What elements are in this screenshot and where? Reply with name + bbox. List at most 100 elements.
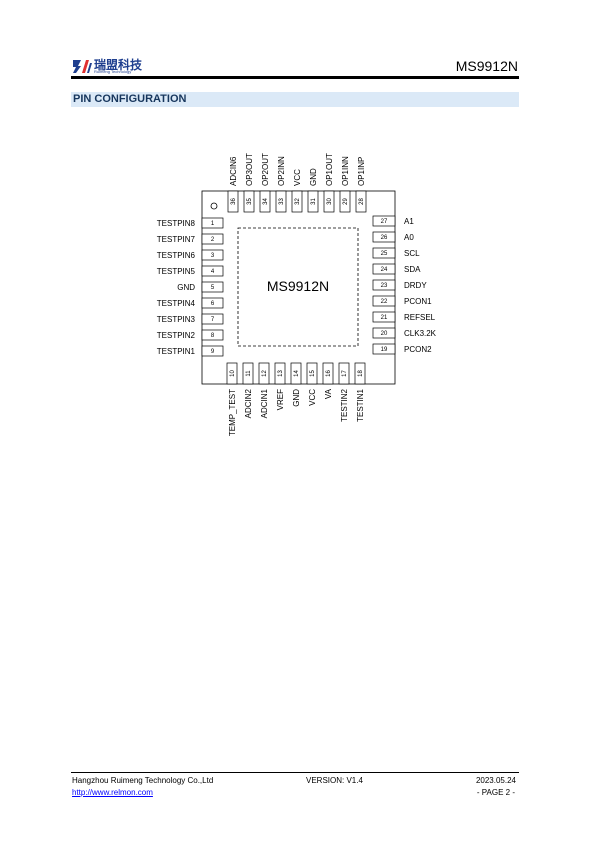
pin-label: TESTPIN6 [157,251,196,260]
pin-number: 7 [211,317,215,323]
pin-number: 12 [262,370,268,377]
pin-number: 22 [381,299,388,305]
pin-number: 17 [342,370,348,377]
pin-pad [372,311,396,323]
pin-pad [372,343,396,355]
pin-number: 28 [359,198,365,205]
pins-group: 1TESTPIN82TESTPIN73TESTPIN64TESTPIN55GND… [157,153,437,436]
pin-label: TESTIN2 [340,388,349,421]
pin-label: VREF [276,389,285,410]
pin-label: DRDY [404,281,427,290]
pin-label: VCC [293,169,302,186]
pin-number: 29 [343,198,349,205]
pin-number: 36 [231,198,237,205]
pin-label: TESTPIN4 [157,299,196,308]
pin-pad [372,247,396,259]
pin-number: 14 [294,370,300,377]
pin-pad [274,362,286,385]
pin-label: GND [177,283,195,292]
pin-number: 16 [326,370,332,377]
pin-number: 23 [381,283,388,289]
pin-number: 6 [211,301,215,307]
pin-pad [201,233,224,245]
pin-label: ADCIN1 [260,388,269,418]
footer-divider [71,772,519,773]
header-divider [71,76,519,79]
pin-pad [338,362,350,385]
document-title: MS9912N [455,58,518,74]
exposed-pad-outline [237,227,359,347]
pin-label: A0 [404,233,414,242]
section-heading-bar [71,92,519,107]
pin-number: 11 [246,370,252,377]
pin-pad [291,190,303,213]
chip-name: MS9912N [267,278,329,294]
pin-number: 27 [381,219,388,225]
pin-label: TESTPIN5 [157,267,196,276]
pin-number: 2 [211,237,215,243]
pin-number: 32 [295,198,301,205]
pin-pad [323,190,335,213]
pin-label: A1 [404,217,414,226]
pin-number: 5 [211,285,215,291]
pin-number: 34 [263,198,269,205]
footer-date: 2023.05.24 [475,776,516,785]
pin-pad [372,263,396,275]
pin-label: TESTPIN1 [157,347,196,356]
footer-website-link[interactable]: http://www.relmon.com [72,788,153,797]
pin-number: 35 [247,198,253,205]
pin-number: 19 [381,347,388,353]
pin-pad [201,313,224,325]
pin-label: PCON2 [404,345,432,354]
pin-label: GND [309,168,318,186]
pin-pad [258,362,270,385]
pin-pad [372,295,396,307]
pin-pad [355,190,367,213]
pin-number: 24 [381,267,388,273]
pin-number: 20 [381,331,388,337]
pin-pad [226,362,238,385]
pin1-marker [210,202,218,210]
pin-number: 33 [279,198,285,205]
pin-label: OP1OUT [325,153,334,186]
pin-pad [306,362,318,385]
pin-pad [275,190,287,213]
pin-number: 8 [211,333,215,339]
pin-label: TESTPIN8 [157,219,196,228]
pin-pad [372,215,396,227]
company-logo-subtext: Ruimeng Technology [94,69,132,74]
pin-label: TEMP_TEST [228,389,237,436]
pin-label: VA [324,388,333,399]
pin-label: REFSEL [404,313,436,322]
pin-number: 3 [211,253,215,259]
pin-number: 1 [211,221,215,227]
pin-number: 4 [211,269,215,275]
pin-pad [372,231,396,243]
pin-number: 9 [211,349,215,355]
pin-number: 15 [310,370,316,377]
pin-pad [322,362,334,385]
pin-pad [339,190,351,213]
pin-label: SCL [404,249,420,258]
pin-label: TESTPIN2 [157,331,196,340]
pin-pad [201,217,224,229]
pin-label: GND [292,389,301,407]
pin-label: OP2INN [277,156,286,186]
pin-pad [354,362,366,385]
pin-label: CLK3.2K [404,329,437,338]
pin-pad [201,329,224,341]
pin-pad [227,190,239,213]
pin-pad [259,190,271,213]
footer-version: VERSION: V1.4 [306,776,363,785]
pin-number: 21 [381,315,388,321]
pin-label: SDA [404,265,421,274]
pin-number: 25 [381,251,388,257]
pin-pad [307,190,319,213]
pin-label: OP1INN [341,156,350,186]
pin-pad [201,297,224,309]
pin-label: VCC [308,389,317,406]
footer-company: Hangzhou Ruimeng Technology Co.,Ltd [72,776,214,785]
pin-label: OP1INP [357,157,366,186]
pin-number: 30 [327,198,333,205]
